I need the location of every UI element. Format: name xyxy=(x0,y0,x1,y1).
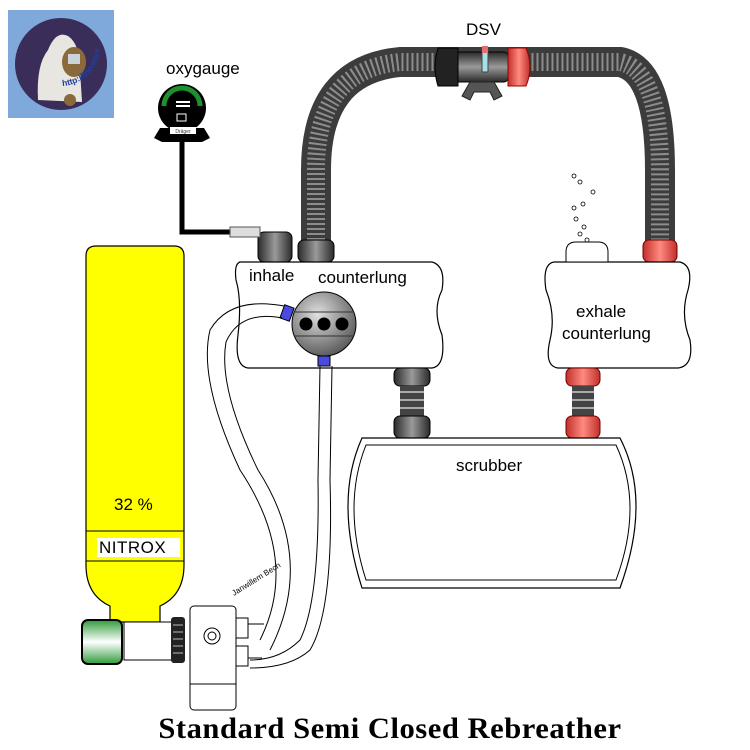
sensor-port xyxy=(257,231,293,263)
oxygauge: Dräger xyxy=(154,84,210,142)
dosage-nozzle xyxy=(279,291,357,367)
bubbles-icon xyxy=(571,173,596,243)
dsv-label: DSV xyxy=(466,20,501,39)
inhale-scrubber-connector xyxy=(393,367,431,439)
cylinder-valve xyxy=(81,617,185,665)
nitrox-cylinder xyxy=(85,245,185,623)
inhale-counterlung-label-1: inhale xyxy=(249,266,295,285)
exhale-connector-top xyxy=(642,239,678,263)
diagram-title: Standard Semi Closed Rebreather xyxy=(158,712,622,745)
gauge-brand-label: Dräger xyxy=(175,129,191,135)
scrubber-label: scrubber xyxy=(456,456,523,475)
cylinder-gas-label: NITROX xyxy=(99,538,167,557)
exhale-counterlung-label-2: counterlung xyxy=(562,324,651,343)
oxygauge-label: oxygauge xyxy=(166,59,240,78)
exhale-scrubber-connector xyxy=(565,367,601,439)
exhale-counterlung xyxy=(544,261,692,369)
inhale-counterlung-label-2: counterlung xyxy=(318,268,407,287)
scrubber xyxy=(347,437,637,589)
first-stage-regulator xyxy=(189,605,264,711)
cylinder-percent-label: 32 % xyxy=(114,495,153,514)
inhale-connector-top xyxy=(297,239,335,263)
dsv-mouthpiece[interactable] xyxy=(434,46,531,101)
exhale-counterlung-label-1: exhale xyxy=(576,302,627,321)
site-logo: http://therebreathersite.nl xyxy=(5,2,114,118)
